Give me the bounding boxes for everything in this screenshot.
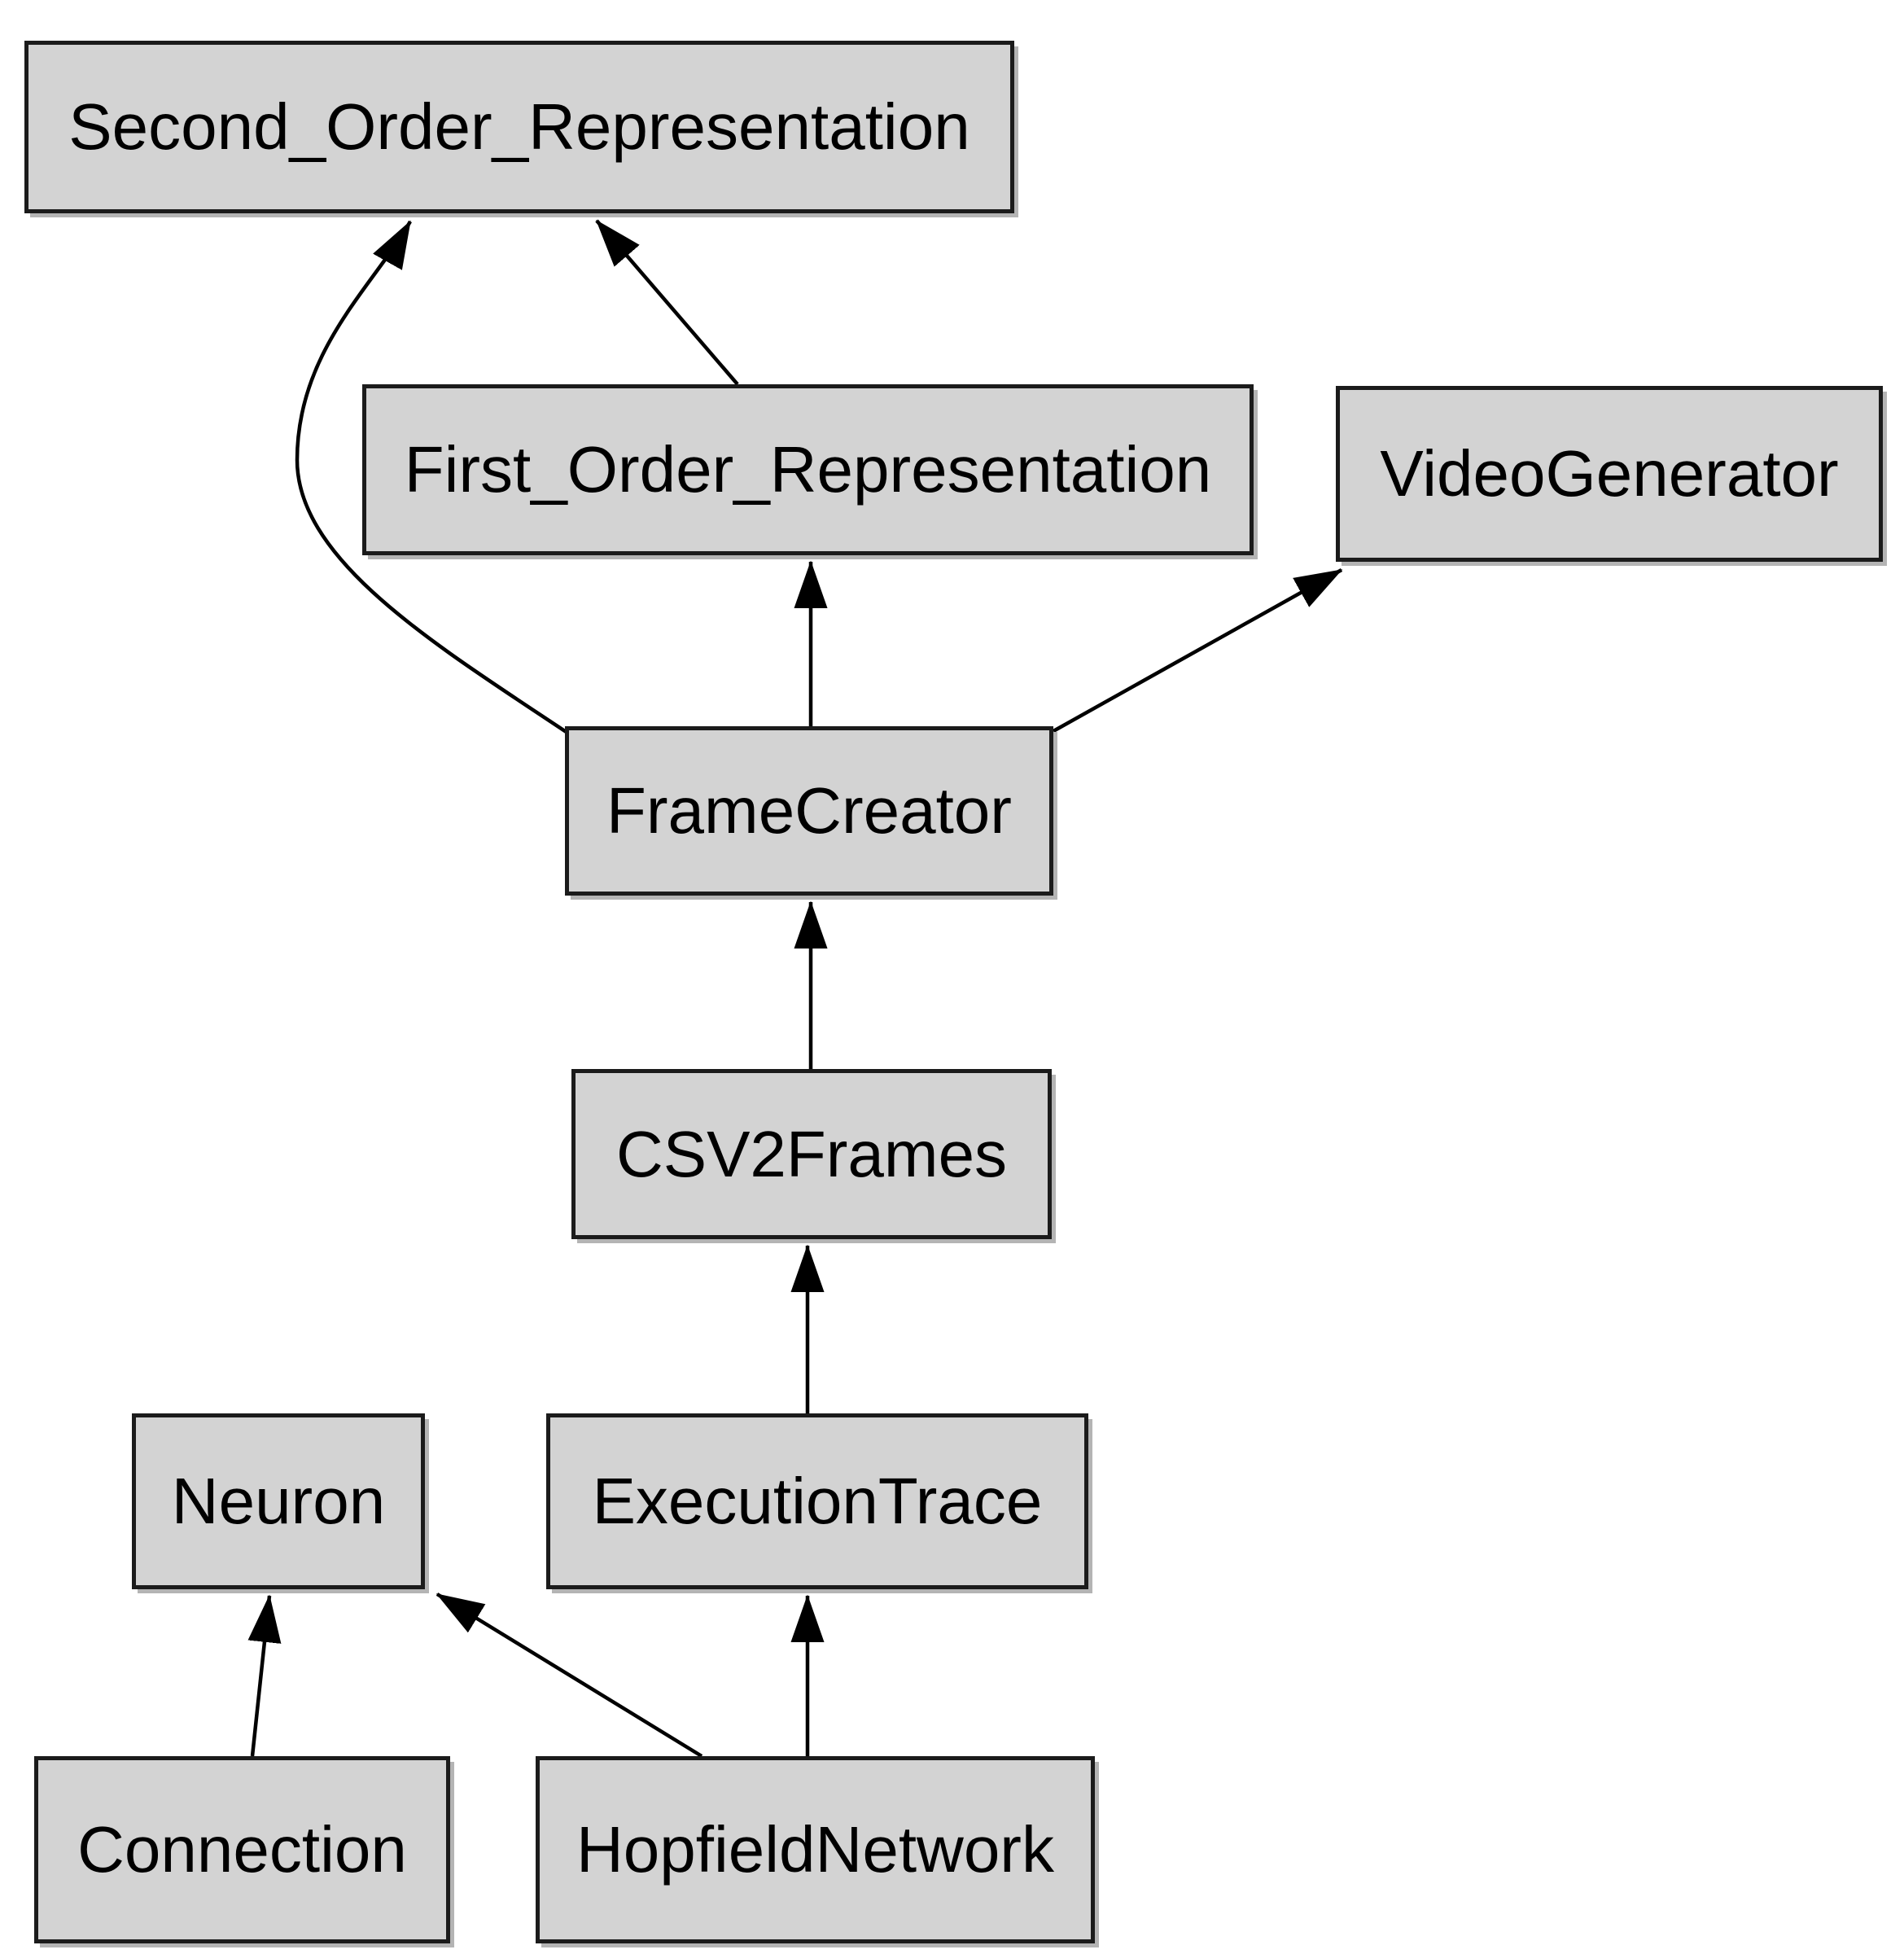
node-neuron[interactable]: Neuron (132, 1413, 425, 1589)
node-connection[interactable]: Connection (34, 1756, 450, 1943)
edge-hopfieldnetwork-to-neuron (437, 1593, 703, 1758)
node-csv2frames[interactable]: CSV2Frames (571, 1069, 1052, 1239)
edge-framecreator-to-videogenerator (1052, 568, 1342, 733)
node-first-order-representation[interactable]: First_Order_Representation (362, 384, 1254, 555)
node-video-generator[interactable]: VideoGenerator (1336, 386, 1883, 562)
node-frame-creator[interactable]: FrameCreator (565, 726, 1053, 896)
node-second-order-representation[interactable]: Second_Order_Representation (24, 41, 1014, 213)
node-hopfield-network[interactable]: HopfieldNetwork (536, 1756, 1095, 1943)
edge-firstorder-to-secondorder (595, 219, 739, 386)
node-execution-trace[interactable]: ExecutionTrace (546, 1413, 1088, 1589)
edge-connection-to-neuron (252, 1596, 269, 1757)
